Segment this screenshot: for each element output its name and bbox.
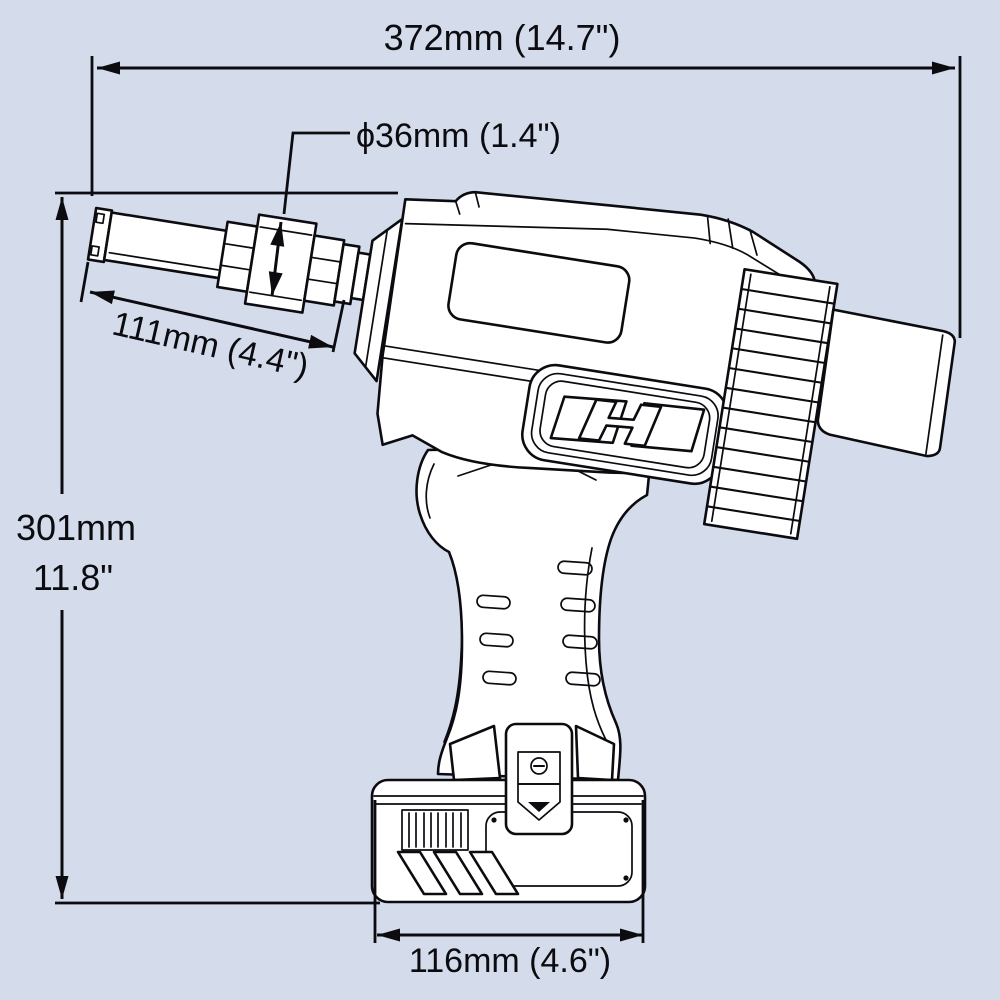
knurl-ribs — [705, 287, 836, 523]
handle-rear-seam — [583, 547, 607, 741]
collar-flat-line — [310, 256, 342, 263]
arrowhead-up — [55, 197, 69, 220]
logo-plate-inner — [539, 380, 711, 469]
grip-rib — [562, 634, 598, 650]
leader-line — [282, 131, 350, 215]
handle-battery-strut-left — [448, 724, 502, 782]
tip-notch — [89, 245, 100, 257]
latch-screw — [530, 757, 548, 775]
overall-height-in-label: 11.8" — [33, 557, 113, 598]
dim-overall-height: 301mm 11.8" — [16, 191, 398, 905]
nut-bevel-line — [249, 291, 303, 302]
grip-rib — [476, 594, 511, 610]
overall-height-mm-label: 301mm — [16, 507, 136, 548]
rib-panel-frame — [401, 809, 469, 851]
arrowhead-down — [55, 876, 69, 899]
body-facet-line — [474, 191, 480, 208]
battery-width-label: 116mm (4.6") — [409, 942, 611, 980]
grip-pad — [396, 850, 448, 896]
trigger-inner-line — [425, 463, 435, 519]
nose-tube-seam — [108, 251, 219, 271]
overall-length-label: 372mm (14.7") — [384, 17, 621, 58]
grip-pad — [468, 850, 520, 896]
logo-h-mark — [577, 398, 663, 448]
rivet-gun-drawing — [86, 190, 957, 904]
nose-diameter-label: ϕ36mm (1.4") — [356, 117, 561, 155]
grip-rib — [565, 671, 601, 687]
grip-rib — [479, 632, 514, 648]
battery-latch — [504, 722, 574, 836]
nose-mount-seam — [364, 230, 389, 369]
nut-bevel-line — [259, 226, 313, 236]
body-label-panel — [447, 241, 631, 344]
collar-flat-line — [219, 264, 252, 271]
extension-line — [331, 299, 346, 353]
arrowhead-left — [90, 290, 115, 305]
arrowhead-right — [620, 928, 643, 942]
grip-rib — [557, 560, 593, 576]
arrowhead-right — [932, 61, 955, 75]
body-facet-line — [748, 228, 758, 256]
extension-line — [79, 261, 90, 303]
battery-rib-panel — [401, 809, 469, 851]
battery-pack — [370, 722, 647, 904]
handle-outline — [415, 444, 654, 782]
body-top-seam — [404, 222, 793, 283]
tip-notch — [95, 212, 106, 225]
main-body — [376, 190, 817, 486]
panel-corner-dot — [623, 817, 629, 823]
collar-flat-line — [306, 278, 339, 285]
dimension-line — [89, 290, 334, 349]
latch-button — [517, 783, 561, 821]
nose-assembly — [86, 206, 404, 383]
arrowhead-up — [270, 222, 285, 247]
arrowhead-left — [97, 61, 120, 75]
body-facet-line — [706, 214, 712, 245]
logo-plate-mid — [530, 372, 719, 477]
dim-nose-diameter: ϕ36mm (1.4") — [268, 117, 561, 297]
grip-pad — [432, 850, 484, 896]
handle — [415, 444, 654, 782]
latch-plate — [504, 722, 574, 836]
handle-front-seam — [443, 559, 463, 743]
panel-corner-dot — [623, 875, 629, 881]
grip-rib — [560, 597, 596, 613]
arrowhead-right — [308, 334, 333, 349]
ring-edge-line — [710, 273, 752, 523]
rear-cylinder — [816, 308, 957, 458]
rear-end-cap-line — [925, 334, 944, 455]
body-facet-line — [727, 218, 734, 249]
collar-flat-line — [223, 242, 255, 250]
dim-overall-length: 372mm (14.7") — [90, 17, 962, 338]
arrowhead-left — [377, 928, 400, 942]
grip-rib — [482, 670, 517, 686]
nose-mount-cap — [353, 217, 404, 383]
panel-corner-dot — [491, 817, 497, 823]
dim-battery-width: 116mm (4.6") — [373, 800, 645, 980]
tool-upper-assembly — [86, 190, 957, 541]
latch-button-shadow — [528, 802, 550, 812]
ring-edge-line — [789, 285, 831, 535]
rear-cylinder-body — [816, 308, 957, 458]
arrowhead-down — [268, 271, 283, 296]
body-facet-line — [454, 200, 461, 215]
battery-grip-pads — [396, 850, 520, 896]
grip-ribs — [476, 560, 601, 687]
knurled-ring — [702, 267, 839, 541]
